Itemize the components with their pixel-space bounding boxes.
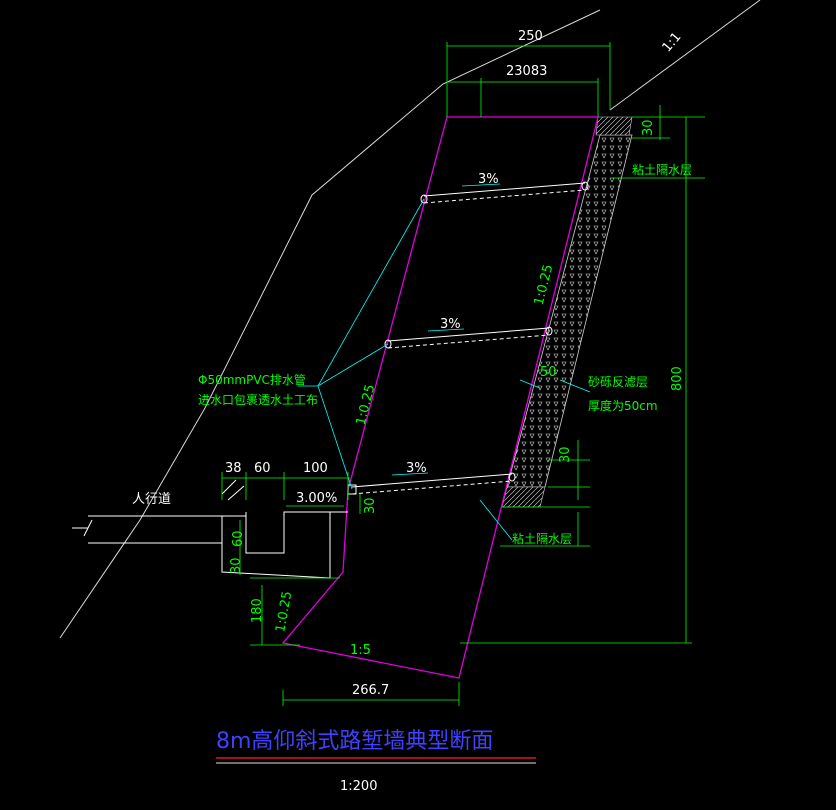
drain-pipe-1	[420, 181, 589, 204]
filter-note-line1: 砂砾反滤层	[588, 375, 648, 389]
drawing-scale: 1:200	[340, 779, 377, 794]
drawing-title: 8m高仰斜式路堑墙典型断面	[216, 729, 493, 754]
drain-pipe-2	[384, 326, 553, 349]
dim-ditch-side: 30	[363, 497, 378, 514]
drainage-ditch	[221, 479, 348, 579]
ditch-dimension-lines	[221, 472, 361, 646]
clay-note-top: 粘土隔水层	[632, 162, 692, 177]
sidewalk-label: 人行道	[132, 492, 171, 507]
ditch-slope-label: 3.00%	[296, 491, 337, 506]
dim-right-top: 30	[641, 119, 656, 136]
dim-top-inner: 23083	[506, 64, 547, 79]
drain-slope-label-2: 3%	[440, 317, 461, 332]
dim-ditch-b: 60	[254, 461, 271, 476]
top-dimension-lines	[446, 42, 611, 117]
dim-right-mid: 30	[558, 446, 573, 463]
slope-upper-line	[609, 0, 761, 111]
sidewalk	[72, 515, 222, 544]
face-slope-label: 1:0.25	[354, 383, 379, 427]
bottom-dimension-lines	[282, 682, 460, 706]
dim-ditch-base: 30	[229, 557, 244, 574]
drain-slope-label-1: 3%	[478, 172, 499, 187]
right-dimension-lines	[460, 105, 705, 644]
filter-leader	[519, 379, 591, 393]
dim-bottom-width: 266.7	[352, 683, 389, 698]
dim-ditch-c: 100	[303, 461, 328, 476]
drain-pipe-3	[347, 472, 516, 495]
footing-slope-label: 1:0.25	[273, 590, 295, 634]
dim-ditch-a: 38	[225, 461, 242, 476]
pvc-note-line1: Φ50mmPVC排水管	[198, 372, 306, 387]
clay-layer-top	[595, 116, 633, 136]
drain-arrow-2	[427, 328, 465, 332]
drain-arrow-3	[391, 472, 429, 476]
dim-foot-height: 180	[250, 598, 265, 623]
pvc-leader-lines	[298, 198, 425, 490]
drain-arrow-1	[461, 183, 501, 187]
pvc-note-line2: 进水口包裹透水土工布	[198, 392, 318, 407]
natural-ground-line	[59, 9, 601, 639]
clay-leader-bottom	[479, 499, 513, 541]
slope-ratio-natural: 1:1	[660, 30, 685, 56]
filter-dim-label: 50	[540, 365, 557, 380]
filter-note-line2: 厚度为50cm	[588, 398, 658, 413]
dim-top-total: 250	[518, 29, 543, 44]
dim-right-total: 800	[670, 366, 685, 391]
drain-slope-label-3: 3%	[406, 461, 427, 476]
base-slope-label: 1:5	[350, 643, 371, 658]
clay-layer-bottom	[501, 486, 546, 508]
clay-note-bottom: 粘土隔水层	[512, 531, 572, 546]
dim-ditch-depth: 60	[231, 530, 246, 547]
